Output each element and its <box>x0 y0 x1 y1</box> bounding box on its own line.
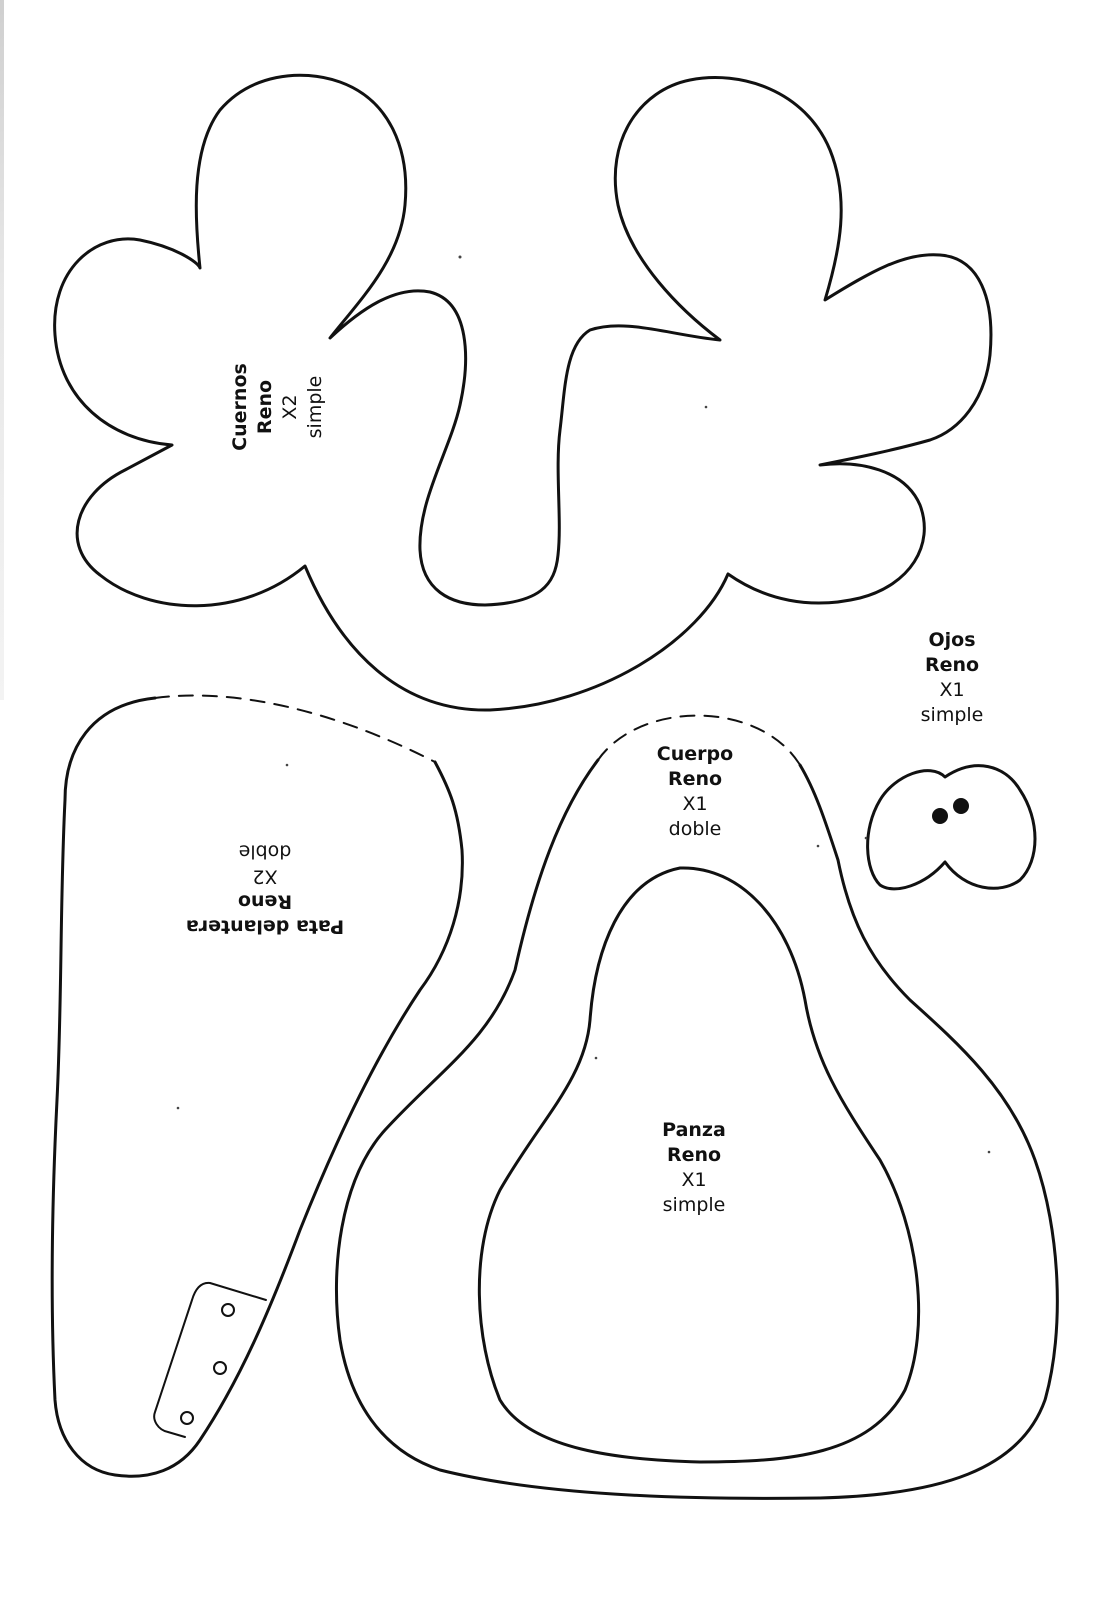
body-fold-line <box>597 714 801 766</box>
hoof-dot <box>213 1361 227 1375</box>
front-leg-fold-line <box>154 694 436 763</box>
front-leg-subject: Reno <box>237 890 293 913</box>
eyes-label: Ojos Reno X1 simple <box>872 628 1032 728</box>
antlers-name: Cuernos <box>229 363 251 451</box>
eyes-subject: Reno <box>924 654 980 677</box>
antlers-outline <box>53 73 993 712</box>
hoof-outline <box>153 1281 267 1438</box>
antlers-subject: Reno <box>254 379 277 435</box>
eyes-outline <box>866 764 1037 891</box>
eyes-count: X1 <box>939 679 965 702</box>
hoof-dot <box>221 1303 235 1317</box>
front-leg-label: Pata delantera Reno X2 doble <box>175 838 355 938</box>
front-leg-outline <box>50 696 464 1478</box>
front-leg-name: Pata delantera <box>185 915 345 938</box>
antlers-label: Cuernos Reno X2 simple <box>228 327 328 487</box>
body-count: X1 <box>682 793 708 816</box>
scan-edge <box>0 0 4 700</box>
belly-subject: Reno <box>666 1144 722 1167</box>
belly-count: X1 <box>681 1169 707 1192</box>
body-name: Cuerpo <box>656 743 734 765</box>
body-label: Cuerpo Reno X1 doble <box>615 742 775 842</box>
front-leg-type: doble <box>238 840 292 863</box>
pupil <box>932 808 948 824</box>
antlers-type: simple <box>304 375 327 439</box>
antlers-count: X2 <box>279 394 302 420</box>
body-outline <box>334 758 1059 1500</box>
pupil <box>953 798 969 814</box>
body-subject: Reno <box>667 768 723 791</box>
belly-type: simple <box>662 1194 726 1217</box>
belly-name: Panza <box>662 1119 726 1141</box>
eyes-type: simple <box>920 704 984 727</box>
front-leg-count: X2 <box>252 865 278 888</box>
belly-outline <box>477 866 921 1464</box>
belly-label: Panza Reno X1 simple <box>614 1118 774 1218</box>
eyes-name: Ojos <box>928 629 976 651</box>
body-type: doble <box>668 818 722 841</box>
hoof-dot <box>180 1411 194 1425</box>
